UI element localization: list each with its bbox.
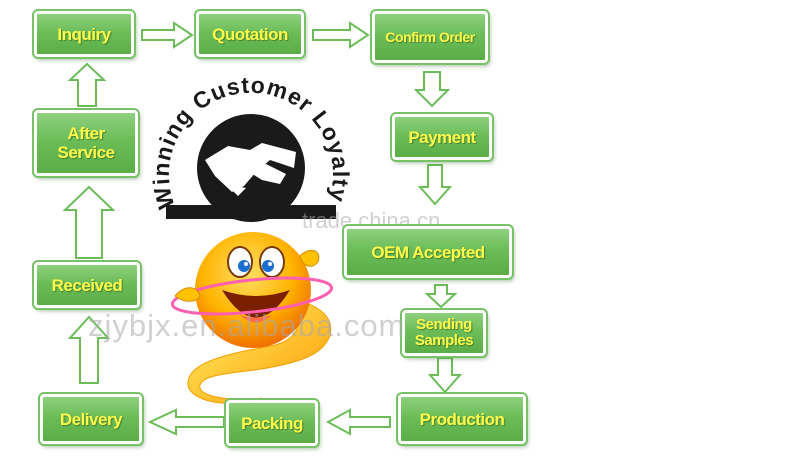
step-payment-label: Payment [408,127,476,147]
step-received-label: Received [51,275,123,295]
step-production-label: Production [419,409,505,429]
smiley-mascot-icon [170,232,334,404]
arrow-left-packing-delivery [147,408,225,436]
step-production: Production [396,392,528,446]
step-packing: Packing [224,398,320,448]
arrow-down-samples-production [427,357,463,394]
arrow-down-oem-samples [424,284,458,309]
step-after-service-label: After Service [57,124,116,162]
arrow-right-quotation-confirm [312,21,370,49]
handshake-shape [205,143,296,196]
step-oem-accepted-label: OEM Accepted [371,242,485,262]
step-payment: Payment [390,112,494,162]
step-quotation: Quotation [194,9,306,59]
watermark-middle: zjybjx.en.alibaba.com [88,308,406,343]
step-oem-accepted: OEM Accepted [342,224,514,280]
step-inquiry: Inquiry [32,9,136,59]
arrow-up-received-after [62,185,116,259]
step-delivery-label: Delivery [59,409,123,429]
arrow-left-production-packing [325,408,391,436]
step-received: Received [32,260,142,310]
arrow-down-confirm-payment [413,71,451,108]
arrow-down-payment-oem [417,164,453,206]
customer-loyalty-logo: Winning Customer Loyalty [148,72,353,222]
step-sending-samples-label: Sending Samples [414,316,474,349]
arrow-up-delivery-received [67,315,111,384]
arrow-up-after-inquiry [67,62,107,107]
step-quotation-label: Quotation [212,24,288,44]
step-delivery: Delivery [38,392,144,446]
step-after-service: After Service [32,108,140,178]
step-inquiry-label: Inquiry [57,24,111,44]
arrow-right-inquiry-quotation [141,21,194,49]
step-confirm-order-label: Confirm Order [385,28,475,45]
step-packing-label: Packing [241,413,303,433]
step-confirm-order: Confirm Order [370,9,490,65]
step-sending-samples: Sending Samples [400,308,488,358]
